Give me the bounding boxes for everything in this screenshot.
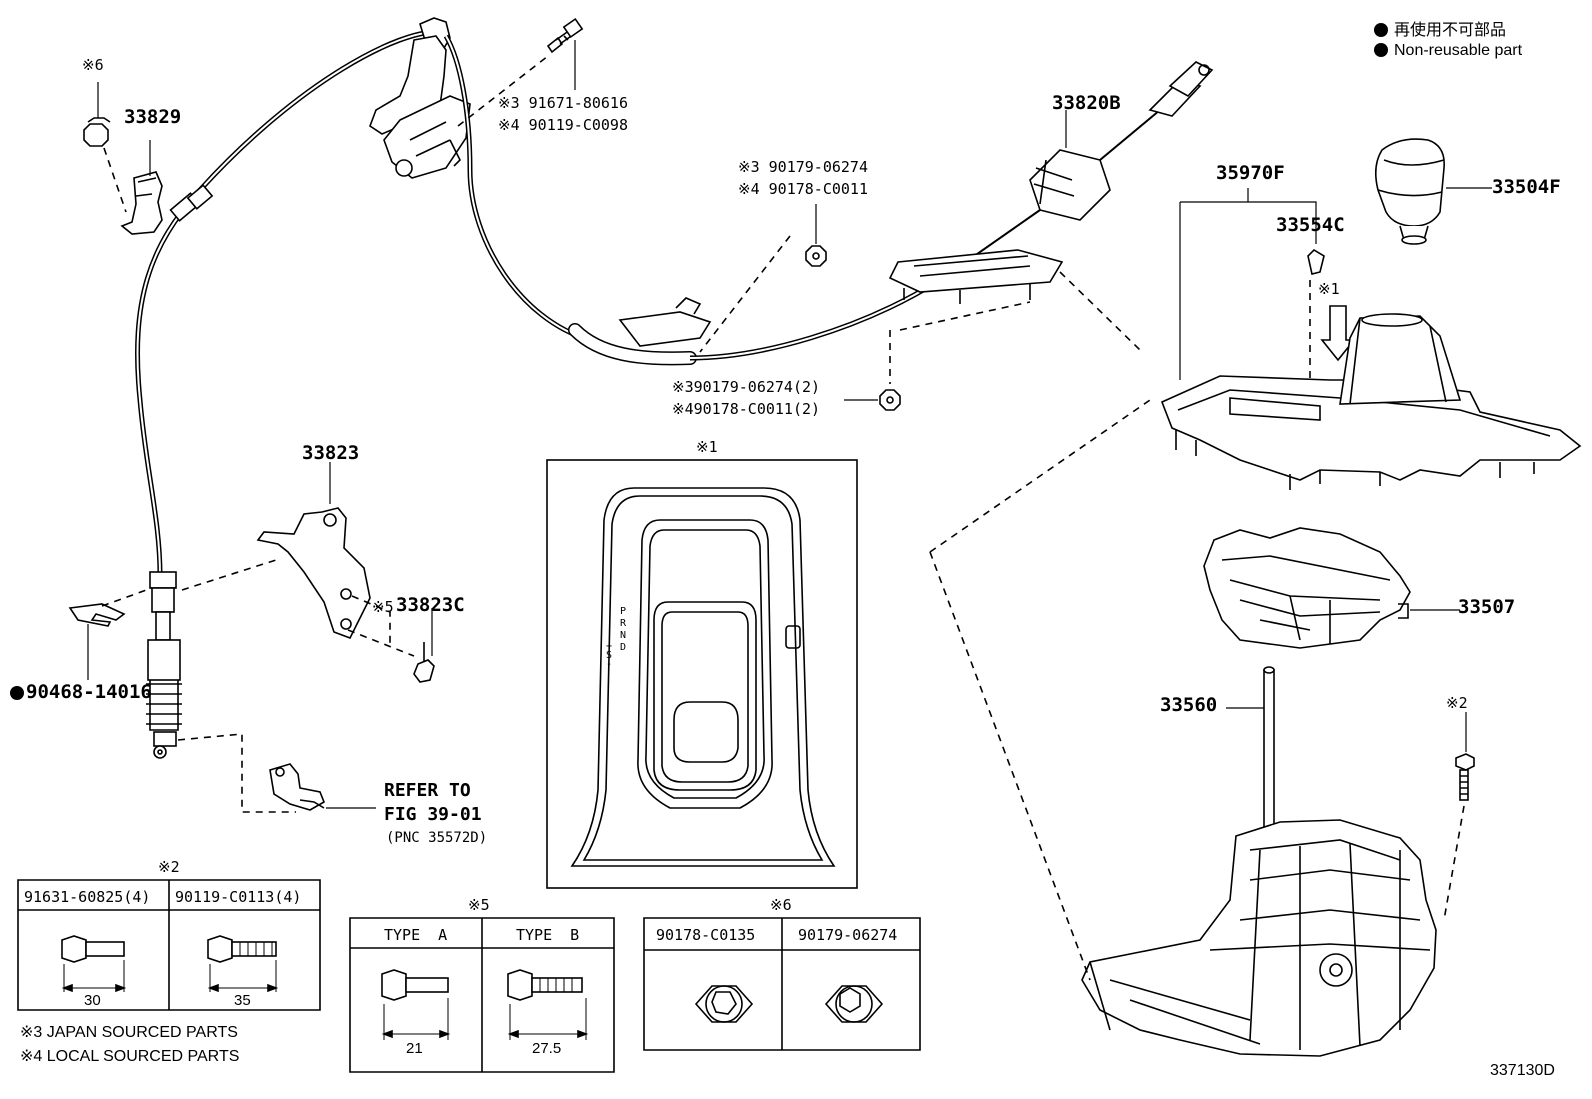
panel-console-drawing [546, 459, 858, 889]
label-nut-low-b[interactable]: ※490178-C0011(2) [672, 400, 821, 418]
label-nut-mid-a[interactable]: ※3 90179-06274 [738, 158, 868, 176]
gear-plus: + [605, 641, 613, 652]
table5-drawings [349, 917, 615, 1073]
table6-col1[interactable]: 90178-C0135 [656, 926, 756, 944]
label-33554c[interactable]: 33554C [1276, 214, 1345, 236]
non-reusable-dot-icon [1374, 23, 1388, 37]
table6-title: ※6 [770, 896, 792, 914]
note-5-33823c: ※5 [372, 598, 394, 616]
gear-p: P [619, 606, 627, 617]
label-star1-arrow: ※1 [1318, 280, 1340, 298]
legend-en: Non-reusable part [1374, 42, 1522, 60]
refer-line1[interactable]: REFER TO [384, 780, 471, 801]
label-33823c[interactable]: 33823C [396, 594, 465, 616]
label-bolt-top-b[interactable]: ※4 90119-C0098 [498, 116, 628, 134]
gear-minus: - [605, 659, 613, 670]
note-local-sourced: ※4 LOCAL SOURCED PARTS [20, 1048, 240, 1065]
label-nut-mid-b[interactable]: ※4 90178-C0011 [738, 180, 868, 198]
nut-mid-drawing [699, 204, 827, 353]
clip-90468-drawing [68, 587, 153, 680]
label-90468[interactable]: 90468-14016 [10, 683, 152, 702]
refer-line2[interactable]: FIG 39-01 [384, 804, 482, 825]
table5-dim1: 21 [406, 1040, 423, 1057]
gear-indicator-prnd: P R N D [618, 606, 628, 654]
console-35970f-drawing [1160, 188, 1582, 490]
table2-title: ※2 [158, 858, 180, 876]
gear-d: D [619, 642, 627, 653]
cable-mid-drawing [568, 277, 942, 366]
gear-n: N [619, 630, 627, 641]
legend-jp-text: 再使用不可部品 [1394, 22, 1507, 39]
gear-r: R [619, 618, 627, 629]
diagram-id: 337130D [1490, 1062, 1555, 1079]
label-nut-low-a[interactable]: ※390179-06274(2) [672, 378, 821, 396]
label-33820b[interactable]: 33820B [1052, 92, 1121, 114]
lever-33823-drawing [181, 462, 435, 683]
table2-drawings [17, 879, 321, 1011]
table6-col2[interactable]: 90179-06274 [798, 926, 898, 944]
legend-jp: 再使用不可部品 [1374, 16, 1506, 40]
table5-col2[interactable]: TYPE B [516, 926, 580, 944]
legend-en-text: Non-reusable part [1394, 42, 1523, 59]
refer-line3: (PNC 35572D) [386, 830, 488, 846]
note-2-33560: ※2 [1446, 694, 1468, 712]
table2-col1[interactable]: 91631-60825(4) [24, 888, 151, 906]
label-bolt-top-a[interactable]: ※3 91671-80616 [498, 94, 628, 112]
label-33823[interactable]: 33823 [302, 442, 360, 464]
gear-s: S [605, 650, 613, 661]
cable-bracket-drawing [369, 17, 591, 343]
label-33560[interactable]: 33560 [1160, 694, 1218, 716]
cable-33820b-drawing [888, 61, 1214, 384]
label-33829[interactable]: 33829 [124, 106, 182, 128]
shift-cable-drawing [135, 29, 439, 759]
lever-assy-33560-drawing [929, 399, 1475, 1057]
label-90468-text: 90468-14016 [26, 681, 152, 703]
panel1-title: ※1 [696, 438, 718, 456]
table2-dim2: 35 [234, 992, 251, 1009]
housing-33507-drawing [1203, 527, 1460, 649]
table5-dim2: 27.5 [532, 1040, 562, 1057]
gear-indicator-s: + S - [604, 641, 614, 670]
note-6-33829: ※6 [82, 56, 104, 74]
bracket-33829-drawing [83, 82, 163, 235]
table2-col2[interactable]: 90119-C0113(4) [175, 888, 302, 906]
refer-bracket-drawing [177, 733, 376, 813]
table2-dim1: 30 [84, 992, 101, 1009]
label-33507[interactable]: 33507 [1458, 596, 1516, 618]
label-33504f[interactable]: 33504F [1492, 176, 1561, 198]
table5-col1[interactable]: TYPE A [384, 926, 448, 944]
knob-33504f-drawing [1374, 138, 1492, 245]
non-reusable-dot-icon [1374, 43, 1388, 57]
table6-drawings [643, 917, 921, 1051]
nut-lower-drawing [844, 389, 901, 411]
table5-title: ※5 [468, 896, 490, 914]
note-japan-sourced: ※3 JAPAN SOURCED PARTS [20, 1024, 238, 1041]
label-35970f[interactable]: 35970F [1216, 162, 1285, 184]
non-reusable-dot-icon [10, 686, 24, 700]
